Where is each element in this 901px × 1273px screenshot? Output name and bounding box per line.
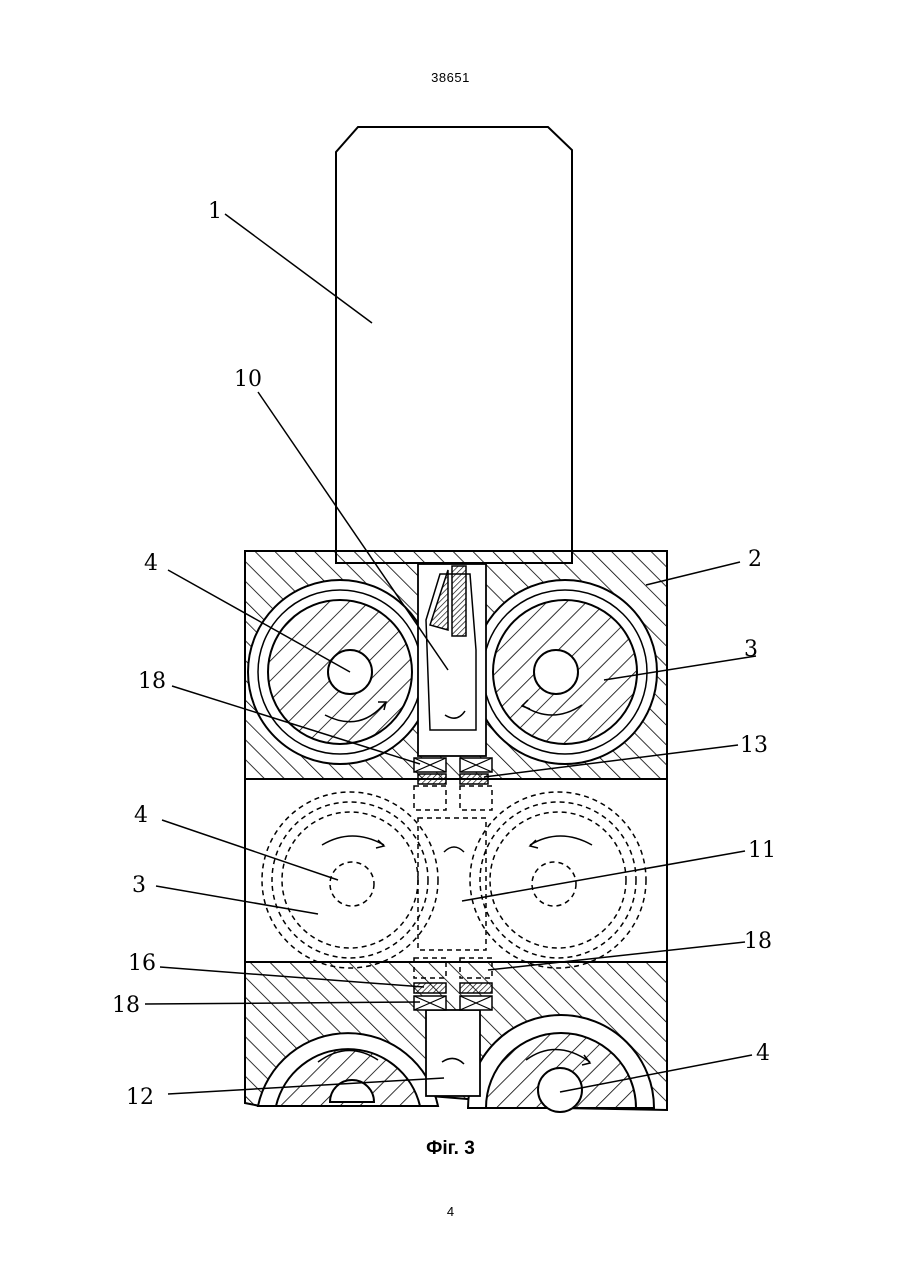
- upper-block-1: [336, 127, 572, 563]
- lower-housing: [245, 962, 667, 1112]
- page-number: 4: [0, 1204, 901, 1219]
- label-18-top: 18: [138, 669, 166, 694]
- label-18-left: 18: [112, 993, 140, 1018]
- upper-housing-2: [245, 551, 667, 784]
- label-4-bottom-right: 4: [756, 1041, 770, 1066]
- label-1: 1: [208, 199, 222, 224]
- label-18-right: 18: [744, 929, 772, 954]
- label-4-middle: 4: [134, 803, 148, 828]
- label-12: 12: [126, 1085, 154, 1110]
- middle-section: [245, 779, 667, 978]
- label-3-right: 3: [744, 637, 758, 662]
- roll-axle-right: [534, 650, 578, 694]
- label-4-top-left: 4: [144, 551, 158, 576]
- label-16: 16: [128, 951, 156, 976]
- figure-caption: Фіг. 3: [0, 1138, 901, 1160]
- label-3-left: 3: [132, 873, 146, 898]
- label-2: 2: [748, 547, 762, 572]
- label-10: 10: [234, 367, 262, 392]
- label-13: 13: [740, 733, 768, 758]
- label-11: 11: [748, 838, 776, 863]
